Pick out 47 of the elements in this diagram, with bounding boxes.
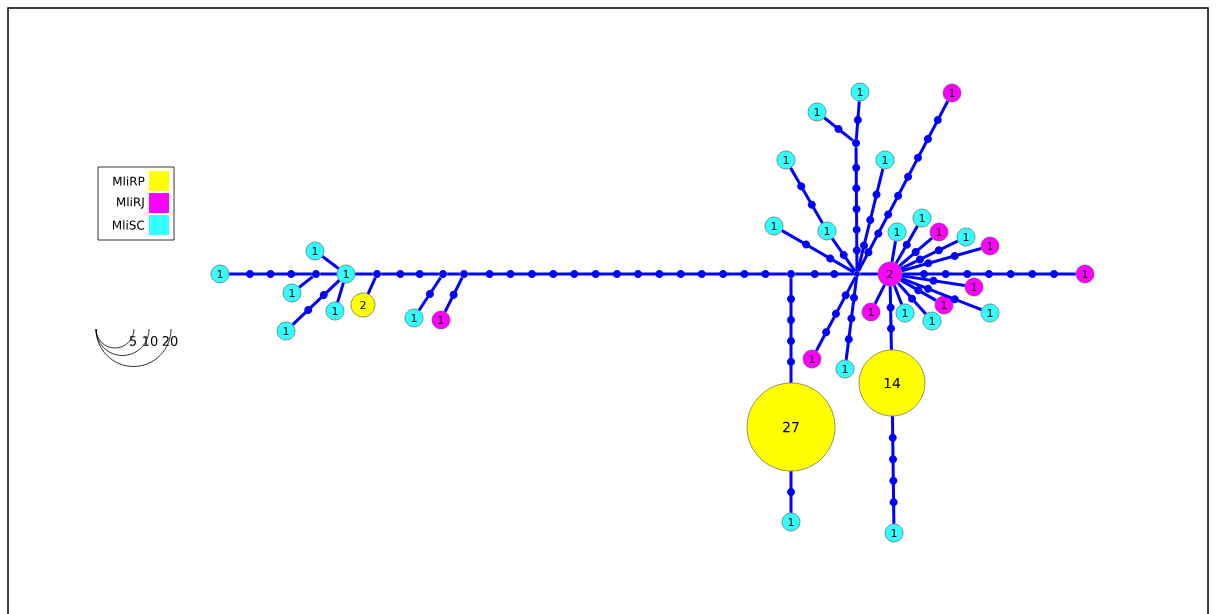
network-link xyxy=(900,277,982,312)
network-link xyxy=(229,270,312,278)
network-link xyxy=(823,116,854,142)
network-link xyxy=(781,229,855,274)
network-link xyxy=(897,282,927,316)
scale-label: 20 xyxy=(162,336,178,346)
network-link xyxy=(900,239,959,270)
network-link xyxy=(321,255,340,270)
network-link xyxy=(787,278,795,383)
network-link xyxy=(336,282,345,303)
network-link xyxy=(890,240,897,263)
legend-label: MliRP xyxy=(113,176,145,186)
network-link xyxy=(899,278,937,302)
network-link xyxy=(320,272,337,276)
network-link xyxy=(366,277,377,295)
network-link xyxy=(355,272,373,276)
network-link xyxy=(902,270,1076,278)
network-link xyxy=(901,247,982,273)
network-link xyxy=(443,277,464,313)
network-link xyxy=(886,286,895,350)
network-link xyxy=(298,275,314,289)
legend-label: MliSC xyxy=(112,220,145,230)
legend-label: MliRJ xyxy=(117,197,144,209)
network-link xyxy=(901,274,966,288)
network-link xyxy=(468,270,787,278)
network-link xyxy=(844,277,859,360)
network-link xyxy=(447,272,460,276)
network-link xyxy=(852,147,861,271)
network-link xyxy=(856,168,885,272)
network-link xyxy=(291,279,341,326)
network-link xyxy=(815,276,857,352)
network-link xyxy=(898,236,933,268)
network-link xyxy=(857,100,949,272)
network-link xyxy=(860,272,878,276)
network-link xyxy=(893,284,904,305)
scale-label: 5 xyxy=(129,336,136,346)
network-link xyxy=(894,225,919,265)
network-link xyxy=(417,276,442,312)
network-link xyxy=(873,284,886,305)
network-link xyxy=(831,237,857,273)
scale-label: 10 xyxy=(143,336,158,346)
network-link xyxy=(795,270,854,278)
network-link xyxy=(787,471,795,513)
network-link xyxy=(888,416,898,524)
network-link xyxy=(853,101,862,139)
network-link xyxy=(381,270,439,278)
network-link xyxy=(789,167,824,224)
